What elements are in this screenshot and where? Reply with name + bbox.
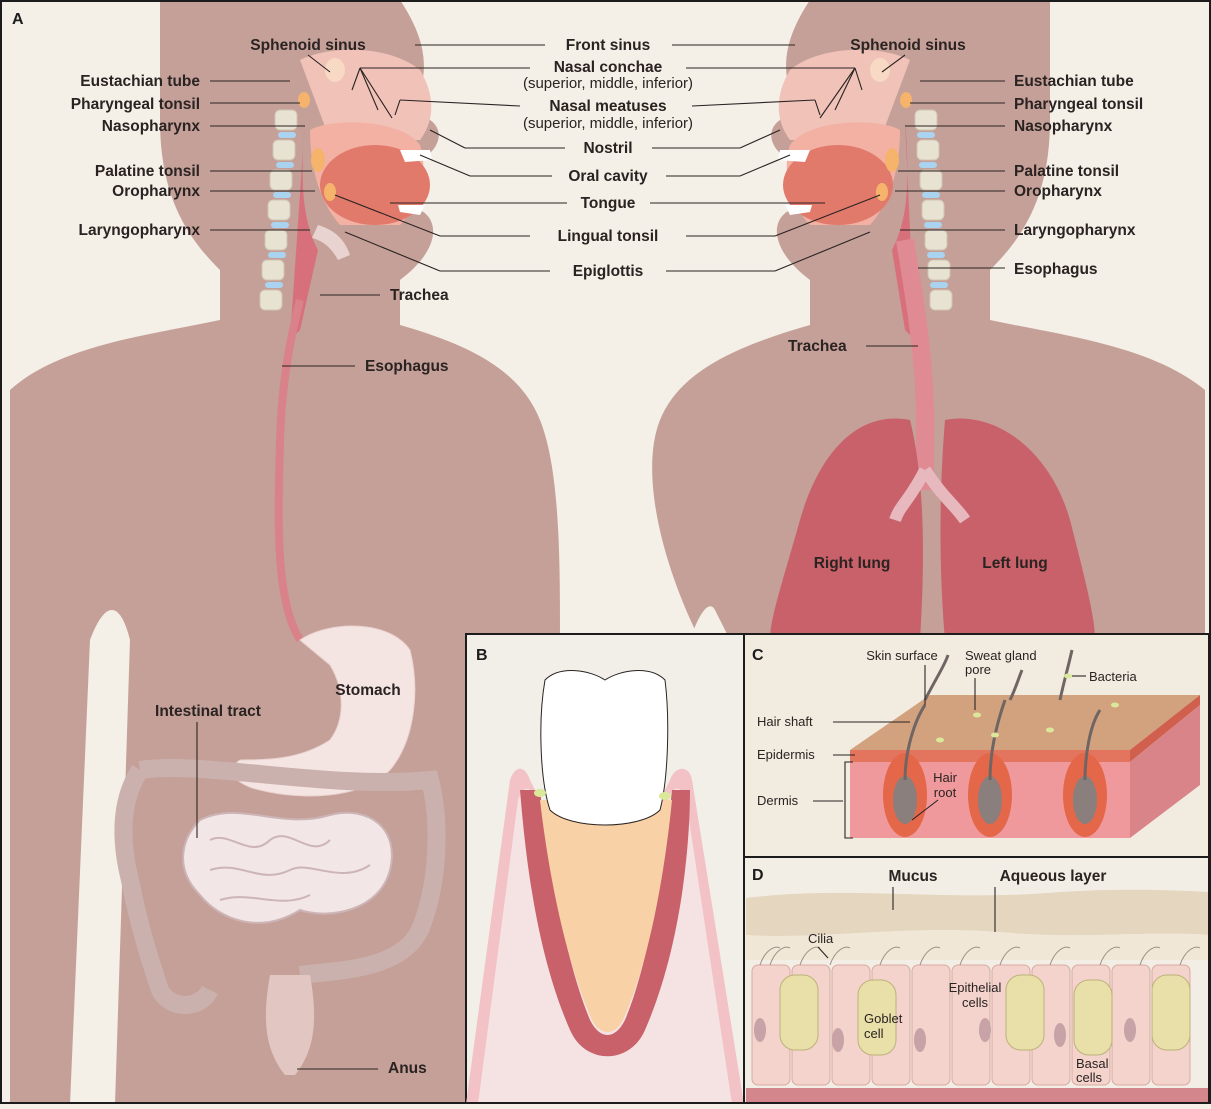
label-nasal-meatuses-sub: (superior, middle, inferior) xyxy=(523,115,693,132)
panel-b: B xyxy=(466,634,744,1104)
label-oropharynx-right: Oropharynx xyxy=(1014,183,1102,200)
label-intestinal-tract: Intestinal tract xyxy=(155,703,261,720)
label-laryngopharynx-left: Laryngopharynx xyxy=(79,222,201,239)
panel-d: D Mucus Aqueous layer Cilia Epithelial c… xyxy=(744,857,1209,1104)
panel-c: C Skin surface Sweat gland pore Bacteria… xyxy=(744,634,1209,857)
label-right-lung: Right lung xyxy=(814,555,891,572)
label-goblet: Goblet xyxy=(864,1011,903,1026)
label-aqueous-layer: Aqueous layer xyxy=(1000,868,1107,885)
label-nasopharynx-left: Nasopharynx xyxy=(102,118,201,135)
label-nasopharynx-right: Nasopharynx xyxy=(1014,118,1113,135)
label-nasal-meatuses: Nasal meatuses xyxy=(549,98,666,115)
label-eustachian-tube-right: Eustachian tube xyxy=(1014,73,1134,90)
label-lingual-tonsil: Lingual tonsil xyxy=(558,228,659,245)
label-trachea-right: Trachea xyxy=(788,338,847,355)
label-epidermis: Epidermis xyxy=(757,747,815,762)
label-epithelial: Epithelial xyxy=(949,980,1002,995)
label-goblet-cell: cell xyxy=(864,1026,884,1041)
label-esophagus-left: Esophagus xyxy=(365,358,449,375)
label-palatine-tonsil-right: Palatine tonsil xyxy=(1014,163,1119,180)
label-pharyngeal-tonsil-right: Pharyngeal tonsil xyxy=(1014,96,1143,113)
label-pore: pore xyxy=(965,662,991,677)
label-tongue: Tongue xyxy=(581,195,636,212)
label-nostril: Nostril xyxy=(583,140,632,157)
label-hair: Hair xyxy=(933,770,958,785)
label-sphenoid-sinus-right: Sphenoid sinus xyxy=(850,37,965,54)
panel-b-label: B xyxy=(476,647,488,664)
label-basal: Basal xyxy=(1076,1056,1109,1071)
label-esophagus-right: Esophagus xyxy=(1014,261,1098,278)
label-left-lung: Left lung xyxy=(982,555,1047,572)
label-anus: Anus xyxy=(388,1060,427,1077)
label-root: root xyxy=(934,785,957,800)
label-trachea-left: Trachea xyxy=(390,287,449,304)
label-bacteria: Bacteria xyxy=(1089,669,1137,684)
label-stomach: Stomach xyxy=(335,682,400,699)
label-sweat-gland: Sweat gland xyxy=(965,648,1037,663)
label-laryngopharynx-right: Laryngopharynx xyxy=(1014,222,1136,239)
label-nasal-conchae: Nasal conchae xyxy=(554,59,663,76)
label-epithelial-cells: cells xyxy=(962,995,989,1010)
label-eustachian-tube-left: Eustachian tube xyxy=(80,73,200,90)
label-mucus: Mucus xyxy=(888,868,937,885)
label-sphenoid-sinus-left: Sphenoid sinus xyxy=(250,37,365,54)
panel-a-label: A xyxy=(12,11,24,28)
label-skin-surface: Skin surface xyxy=(866,648,938,663)
label-dermis: Dermis xyxy=(757,793,799,808)
tooth-crown xyxy=(541,671,668,825)
label-basal-cells: cells xyxy=(1076,1070,1103,1085)
panel-c-label: C xyxy=(752,647,764,664)
label-hair-shaft: Hair shaft xyxy=(757,714,813,729)
panel-d-label: D xyxy=(752,867,764,884)
label-oropharynx-left: Oropharynx xyxy=(112,183,200,200)
label-pharyngeal-tonsil-left: Pharyngeal tonsil xyxy=(71,96,200,113)
label-epiglottis: Epiglottis xyxy=(573,263,644,280)
label-palatine-tonsil-left: Palatine tonsil xyxy=(95,163,200,180)
label-nasal-conchae-sub: (superior, middle, inferior) xyxy=(523,75,693,92)
label-oral-cavity: Oral cavity xyxy=(568,168,648,185)
label-front-sinus: Front sinus xyxy=(566,37,650,54)
label-cilia: Cilia xyxy=(808,931,834,946)
